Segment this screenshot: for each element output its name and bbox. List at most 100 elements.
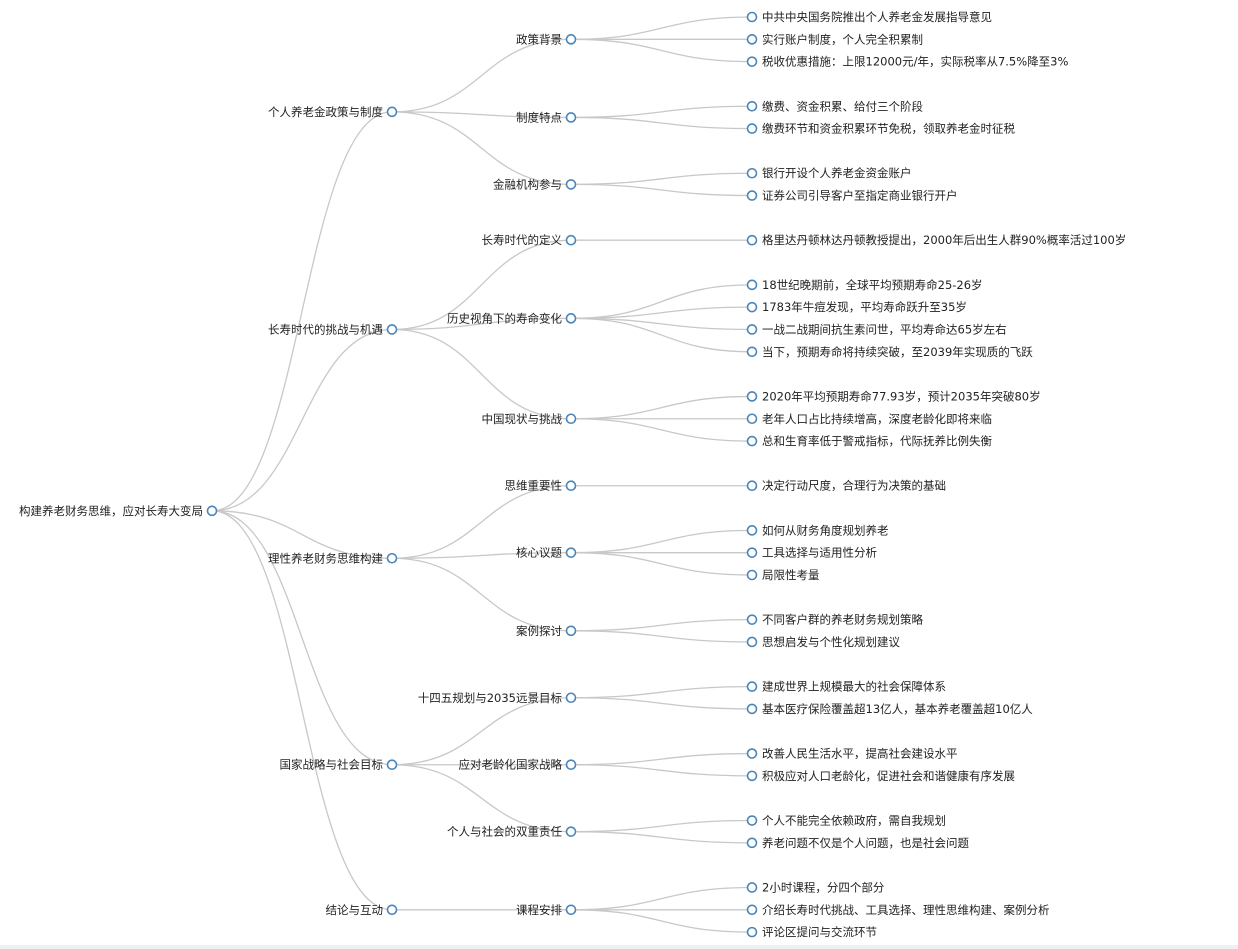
node-toggle-circle-icon[interactable]	[565, 904, 577, 916]
topic-node[interactable]: 金融机构参与	[493, 177, 577, 191]
node-toggle-circle-icon[interactable]	[746, 190, 758, 201]
node-toggle-circle-icon[interactable]	[746, 100, 758, 112]
node-toggle-circle-icon[interactable]	[746, 614, 758, 625]
leaf-node[interactable]: 一战二战期间抗生素问世，平均寿命达65岁左右	[746, 322, 1007, 336]
leaf-node[interactable]: 介绍长寿时代挑战、工具选择、理性思维构建、案例分析	[746, 903, 1050, 917]
leaf-node[interactable]: 缴费环节和资金积累环节免税，领取养老金时征税	[746, 122, 1016, 136]
leaf-node[interactable]: 不同客户群的养老财务规划策略	[746, 613, 924, 627]
node-toggle-circle-icon[interactable]	[746, 681, 758, 692]
leaf-node[interactable]: 当下，预期寿命将持续突破，至2039年实现质的飞跃	[746, 345, 1034, 359]
tree-link	[570, 183, 753, 197]
topic-node[interactable]: 核心议题	[516, 546, 577, 560]
node-toggle-circle-icon[interactable]	[386, 759, 398, 771]
leaf-node[interactable]: 基本医疗保险覆盖超13亿人，基本养老覆盖超10亿人	[746, 702, 1034, 716]
leaf-node[interactable]: 2020年平均预期寿命77.93岁，预计2035年突破80岁	[746, 389, 1041, 403]
leaf-node[interactable]: 局限性考量	[746, 568, 820, 582]
node-toggle-circle-icon[interactable]	[386, 324, 398, 335]
node-toggle-circle-icon[interactable]	[565, 625, 577, 637]
node-toggle-circle-icon[interactable]	[746, 525, 758, 536]
node-toggle-circle-icon[interactable]	[746, 636, 758, 648]
branch-node[interactable]: 理性养老财务思维构建	[268, 551, 398, 565]
node-toggle-circle-icon[interactable]	[746, 435, 758, 447]
leaf-node[interactable]: 税收优惠措施：上限12000元/年，实际税率从7.5%降至3%	[746, 55, 1069, 69]
node-toggle-circle-icon[interactable]	[746, 11, 758, 23]
node-toggle-circle-icon[interactable]	[746, 324, 758, 335]
topic-node[interactable]: 政策背景	[516, 32, 577, 46]
node-toggle-circle-icon[interactable]	[746, 391, 758, 402]
node-toggle-circle-icon[interactable]	[746, 815, 758, 826]
topic-node[interactable]: 十四五规划与2035远景目标	[418, 691, 577, 705]
node-label: 工具选择与适用性分析	[762, 546, 877, 560]
node-toggle-circle-icon[interactable]	[746, 301, 758, 313]
branch-node[interactable]: 个人养老金政策与制度	[268, 105, 398, 119]
leaf-node[interactable]: 积极应对人口老龄化，促进社会和谐健康有序发展	[746, 769, 1016, 783]
node-toggle-circle-icon[interactable]	[565, 234, 577, 246]
node-toggle-circle-icon[interactable]	[386, 904, 398, 916]
node-toggle-circle-icon[interactable]	[746, 547, 758, 558]
leaf-node[interactable]: 如何从财务角度规划养老	[746, 523, 889, 537]
node-toggle-circle-icon[interactable]	[565, 413, 577, 425]
node-toggle-circle-icon[interactable]	[206, 505, 218, 517]
leaf-node[interactable]: 建成世界上规模最大的社会保障体系	[746, 680, 947, 694]
node-toggle-circle-icon[interactable]	[565, 112, 577, 123]
leaf-node[interactable]: 1783年牛痘发现，平均寿命跃升至35岁	[746, 300, 967, 314]
branch-node[interactable]: 国家战略与社会目标	[280, 758, 398, 772]
topic-node[interactable]: 应对老龄化国家战略	[459, 758, 577, 772]
node-toggle-circle-icon[interactable]	[746, 748, 758, 759]
node-toggle-circle-icon[interactable]	[565, 313, 577, 324]
leaf-node[interactable]: 决定行动尺度，合理行为决策的基础	[746, 479, 947, 493]
leaf-node[interactable]: 总和生育率低于警戒指标，代际抚养比例失衡	[746, 434, 993, 448]
leaf-node[interactable]: 证券公司引导客户至指定商业银行开户	[746, 189, 958, 203]
leaf-node[interactable]: 2小时课程，分四个部分	[746, 880, 885, 894]
node-toggle-circle-icon[interactable]	[746, 480, 758, 492]
leaf-node[interactable]: 格里达丹顿林达丹顿教授提出，2000年后出生人群90%概率活过100岁	[746, 233, 1127, 247]
topic-node[interactable]: 制度特点	[516, 110, 577, 124]
branch-node[interactable]: 长寿时代的挑战与机遇	[268, 322, 398, 336]
node-toggle-circle-icon[interactable]	[565, 692, 577, 704]
node-toggle-circle-icon[interactable]	[565, 759, 577, 771]
node-toggle-circle-icon[interactable]	[386, 106, 398, 118]
node-toggle-circle-icon[interactable]	[565, 179, 577, 190]
leaf-node[interactable]: 评论区提问与交流环节	[746, 925, 878, 939]
node-toggle-circle-icon[interactable]	[565, 480, 577, 492]
node-toggle-circle-icon[interactable]	[565, 34, 577, 45]
topic-node[interactable]: 思维重要性	[505, 479, 577, 493]
leaf-node[interactable]: 思想启发与个性化规划建议	[746, 635, 901, 649]
root-node[interactable]: 构建养老财务思维，应对长寿大变局	[19, 504, 218, 518]
topic-node[interactable]: 中国现状与挑战	[482, 412, 577, 426]
node-toggle-circle-icon[interactable]	[386, 552, 398, 564]
node-toggle-circle-icon[interactable]	[746, 837, 758, 849]
node-toggle-circle-icon[interactable]	[746, 56, 758, 67]
node-toggle-circle-icon[interactable]	[565, 826, 577, 837]
leaf-node[interactable]: 实行账户制度，个人完全积累制	[746, 32, 924, 46]
topic-node[interactable]: 个人与社会的双重责任	[447, 825, 577, 839]
branch-node[interactable]: 结论与互动	[326, 903, 398, 917]
leaf-node[interactable]: 养老问题不仅是个人问题，也是社会问题	[746, 836, 970, 850]
node-toggle-circle-icon[interactable]	[746, 770, 758, 782]
node-toggle-circle-icon[interactable]	[746, 926, 758, 938]
topic-node[interactable]: 课程安排	[516, 903, 577, 917]
leaf-node[interactable]: 缴费、资金积累、给付三个阶段	[746, 99, 924, 113]
leaf-node[interactable]: 中共中央国务院推出个人养老金发展指导意见	[746, 10, 993, 24]
node-toggle-circle-icon[interactable]	[746, 34, 758, 45]
leaf-node[interactable]: 老年人口占比持续增高，深度老龄化即将来临	[746, 412, 993, 426]
leaf-node[interactable]: 工具选择与适用性分析	[746, 546, 878, 560]
node-toggle-circle-icon[interactable]	[746, 234, 758, 246]
node-toggle-circle-icon[interactable]	[746, 904, 758, 916]
node-toggle-circle-icon[interactable]	[746, 882, 758, 893]
node-toggle-circle-icon[interactable]	[746, 413, 758, 425]
node-toggle-circle-icon[interactable]	[746, 346, 758, 358]
node-toggle-circle-icon[interactable]	[565, 547, 577, 558]
node-toggle-circle-icon[interactable]	[746, 703, 758, 715]
topic-node[interactable]: 长寿时代的定义	[482, 233, 577, 247]
leaf-node[interactable]: 个人不能完全依赖政府，需自我规划	[746, 814, 947, 828]
leaf-node[interactable]: 银行开设个人养老金资金账户	[746, 166, 912, 180]
node-toggle-circle-icon[interactable]	[746, 569, 758, 581]
node-toggle-circle-icon[interactable]	[746, 167, 758, 179]
topic-node[interactable]: 案例探讨	[516, 624, 577, 638]
leaf-node[interactable]: 改善人民生活水平，提高社会建设水平	[746, 747, 958, 761]
leaf-node[interactable]: 18世纪晚期前，全球平均预期寿命25-26岁	[746, 278, 983, 292]
topic-node[interactable]: 历史视角下的寿命变化	[447, 311, 577, 325]
node-toggle-circle-icon[interactable]	[746, 123, 758, 134]
node-toggle-circle-icon[interactable]	[746, 279, 758, 291]
